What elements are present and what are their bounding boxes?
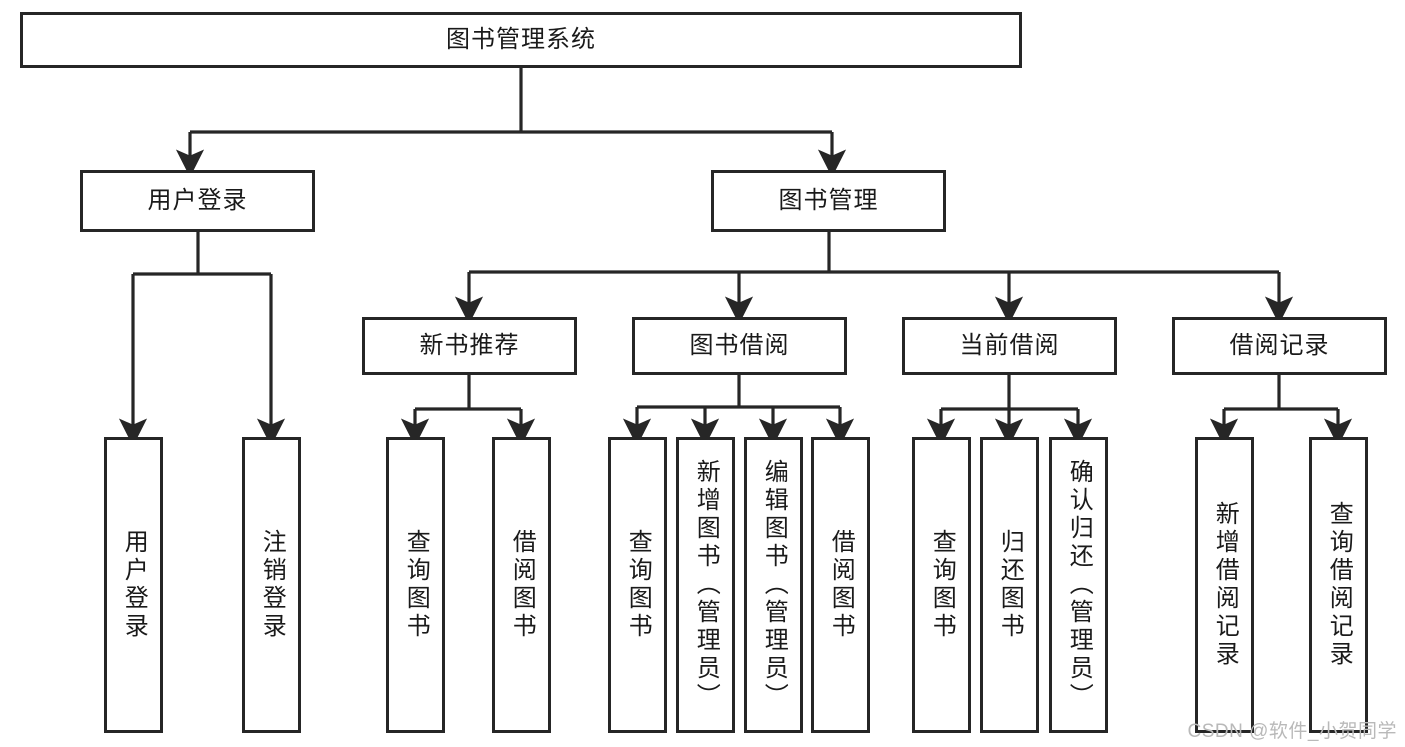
node-leaf-user-logout-label: 注销登录 [258, 529, 286, 641]
node-leaf-query-book-2[interactable]: 查询图书 [608, 437, 667, 733]
node-leaf-query-book-3[interactable]: 查询图书 [912, 437, 971, 733]
watermark: CSDN @软件_小贺同学 [1187, 721, 1397, 742]
node-leaf-add-book[interactable]: 新增图书（管理员） [676, 437, 735, 733]
node-user-login-label: 用户登录 [147, 186, 248, 214]
node-leaf-edit-book-label: 编辑图书（管理员） [760, 459, 788, 711]
node-user-login[interactable]: 用户登录 [80, 170, 315, 232]
node-leaf-user-login-label: 用户登录 [120, 529, 148, 641]
node-leaf-query-book-2-label: 查询图书 [624, 529, 652, 641]
node-leaf-add-book-label: 新增图书（管理员） [692, 459, 720, 711]
node-leaf-edit-book[interactable]: 编辑图书（管理员） [744, 437, 803, 733]
node-leaf-user-login[interactable]: 用户登录 [104, 437, 163, 733]
node-root-label: 图书管理系统 [446, 25, 596, 53]
node-current-borrow-label: 当前借阅 [959, 331, 1060, 359]
node-borrow-record[interactable]: 借阅记录 [1172, 317, 1387, 375]
node-borrow-record-label: 借阅记录 [1229, 331, 1330, 359]
node-leaf-confirm-return[interactable]: 确认归还（管理员） [1049, 437, 1108, 733]
node-book-borrow-label: 图书借阅 [689, 331, 790, 359]
node-leaf-query-record[interactable]: 查询借阅记录 [1309, 437, 1368, 733]
node-leaf-user-logout[interactable]: 注销登录 [242, 437, 301, 733]
node-root[interactable]: 图书管理系统 [20, 12, 1022, 68]
node-leaf-add-record[interactable]: 新增借阅记录 [1195, 437, 1254, 733]
node-leaf-borrow-book-2[interactable]: 借阅图书 [811, 437, 870, 733]
node-leaf-return-book[interactable]: 归还图书 [980, 437, 1039, 733]
node-leaf-query-book-1-label: 查询图书 [402, 529, 430, 641]
node-leaf-borrow-book-1[interactable]: 借阅图书 [492, 437, 551, 733]
node-leaf-query-book-3-label: 查询图书 [928, 529, 956, 641]
node-book-manage[interactable]: 图书管理 [711, 170, 946, 232]
node-book-manage-label: 图书管理 [778, 186, 879, 214]
node-leaf-add-record-label: 新增借阅记录 [1211, 501, 1239, 669]
node-leaf-confirm-return-label: 确认归还（管理员） [1065, 459, 1093, 711]
node-leaf-borrow-book-1-label: 借阅图书 [508, 529, 536, 641]
node-book-borrow[interactable]: 图书借阅 [632, 317, 847, 375]
node-leaf-query-record-label: 查询借阅记录 [1325, 501, 1353, 669]
node-leaf-query-book-1[interactable]: 查询图书 [386, 437, 445, 733]
node-new-book-recommend[interactable]: 新书推荐 [362, 317, 577, 375]
node-new-book-recommend-label: 新书推荐 [419, 331, 520, 359]
node-leaf-return-book-label: 归还图书 [996, 529, 1024, 641]
node-current-borrow[interactable]: 当前借阅 [902, 317, 1117, 375]
node-leaf-borrow-book-2-label: 借阅图书 [827, 529, 855, 641]
